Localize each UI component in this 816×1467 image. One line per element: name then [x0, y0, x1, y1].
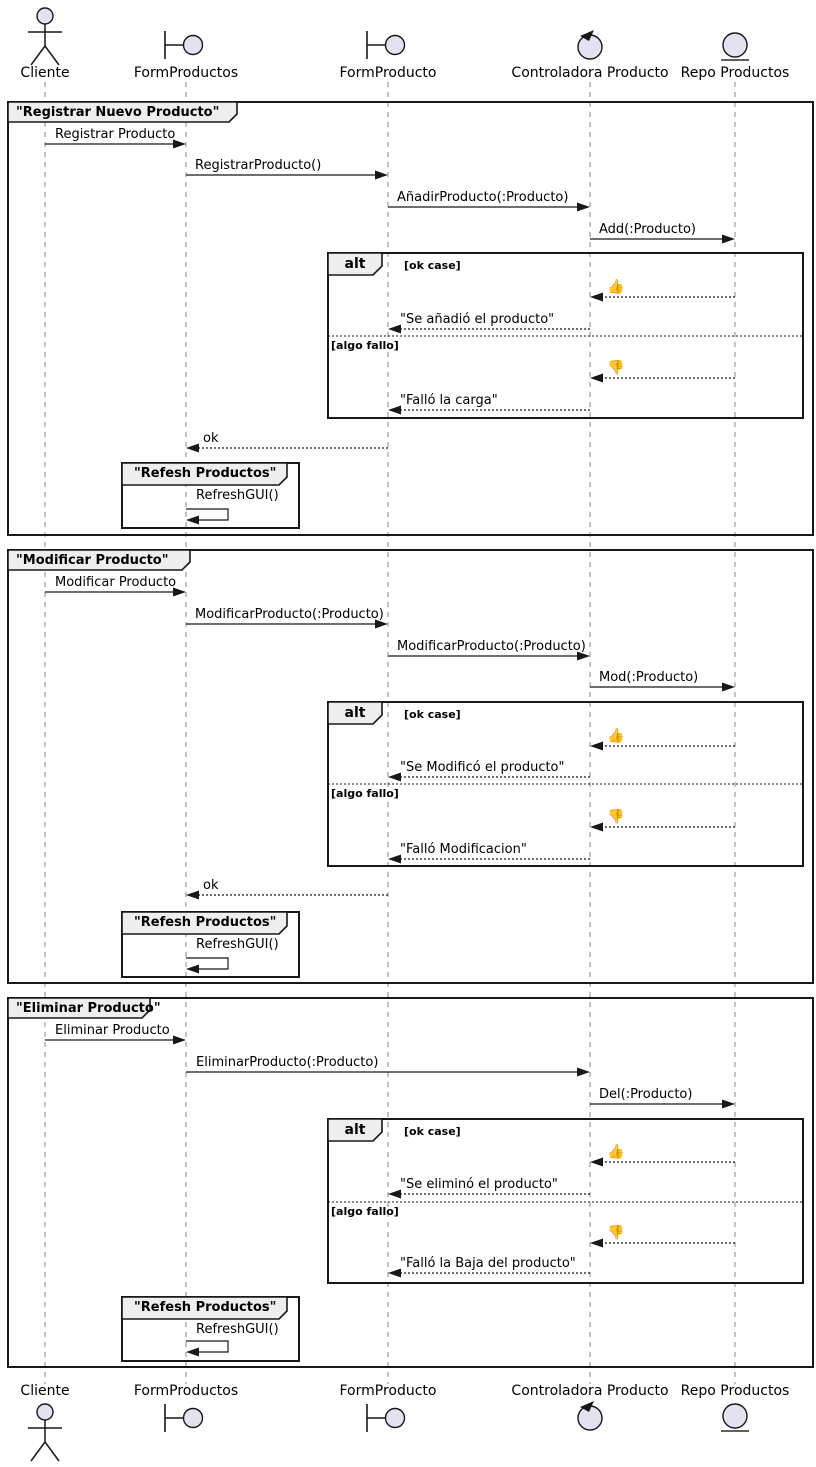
- message-label: Mod(:Producto): [599, 670, 699, 685]
- message-arrow: [186, 619, 388, 629]
- guard-label: [algo fallo]: [331, 1205, 399, 1218]
- message-label: RefreshGUI(): [196, 937, 279, 952]
- message-label: RefreshGUI(): [196, 488, 279, 503]
- control-icon: [577, 29, 603, 60]
- message-label: Modificar Producto: [55, 575, 177, 590]
- frame-modificar-producto: [7, 549, 814, 984]
- frame-title: "Registrar Nuevo Producto": [16, 105, 220, 120]
- boundary-icon: [164, 30, 204, 60]
- frame-title: "Eliminar Producto": [16, 1001, 161, 1016]
- alt-operator-label: alt: [344, 705, 366, 721]
- return-message-arrow: [388, 405, 590, 415]
- return-message-arrow: [388, 854, 590, 864]
- message-label: RefreshGUI(): [196, 1322, 279, 1337]
- message-arrow: [186, 170, 388, 180]
- message-label: "Falló la carga": [400, 393, 498, 408]
- participant-label-formproducto-bottom: FormProducto: [339, 1383, 437, 1399]
- message-label: AñadirProducto(:Producto): [397, 190, 569, 205]
- return-message-arrow: [590, 373, 735, 383]
- guard-label: [ok case]: [404, 259, 461, 272]
- frame-eliminar-producto: [7, 997, 814, 1368]
- message-label: Del(:Producto): [599, 1087, 693, 1102]
- return-message-arrow: [186, 890, 388, 900]
- message-arrow: [388, 651, 590, 661]
- return-message-arrow: [590, 822, 735, 832]
- alt-operator-label: alt: [344, 256, 366, 272]
- boundary-icon: [366, 1403, 406, 1433]
- return-message-arrow: [590, 292, 735, 302]
- message-label: "Falló la Baja del producto": [400, 1256, 576, 1271]
- message-label: Eliminar Producto: [55, 1023, 170, 1038]
- message-label: "Se añadió el producto": [400, 312, 555, 327]
- return-message-arrow: [590, 1238, 735, 1248]
- alt-operator-label: alt: [344, 1122, 366, 1138]
- message-label: ok: [203, 878, 219, 893]
- guard-label: [algo fallo]: [331, 339, 399, 352]
- group-title: "Refesh Productos": [134, 466, 277, 481]
- message-label: Registrar Producto: [55, 127, 176, 142]
- message-label: "Falló Modificacion": [400, 842, 527, 857]
- thumbs-up-icon: 👍: [607, 1144, 625, 1160]
- message-label: ModificarProducto(:Producto): [397, 639, 586, 654]
- message-arrow: [590, 682, 735, 692]
- return-message-arrow: [590, 741, 735, 751]
- self-message-arrow: [186, 957, 229, 974]
- participant-label-formproductos: FormProductos: [133, 65, 239, 81]
- participant-label-controladora: Controladora Producto: [511, 65, 669, 81]
- message-arrow: [388, 202, 590, 212]
- message-arrow: [186, 1067, 590, 1077]
- guard-label: [ok case]: [404, 1125, 461, 1138]
- participant-label-repo-bottom: Repo Productos: [680, 1383, 790, 1399]
- actor-icon: [27, 1403, 63, 1462]
- participant-label-cliente-bottom: Cliente: [20, 1383, 70, 1399]
- thumbs-up-icon: 👍: [607, 279, 625, 295]
- frame-title: "Modificar Producto": [16, 553, 169, 568]
- message-label: Add(:Producto): [599, 222, 697, 237]
- boundary-icon: [366, 30, 406, 60]
- self-message-arrow: [186, 1340, 229, 1357]
- group-title: "Refesh Productos": [134, 915, 277, 930]
- guard-label: [algo fallo]: [331, 787, 399, 800]
- frame-registrar-nuevo-producto: [7, 101, 814, 536]
- self-message-arrow: [186, 508, 229, 525]
- actor-icon: [27, 7, 63, 66]
- return-message-arrow: [388, 324, 590, 334]
- return-message-arrow: [590, 1157, 735, 1167]
- thumbs-down-icon: 👎: [607, 809, 625, 825]
- message-arrow: [590, 1099, 735, 1109]
- boundary-icon: [164, 1403, 204, 1433]
- message-label: ok: [203, 431, 219, 446]
- thumbs-down-icon: 👎: [607, 360, 625, 376]
- lifelines-layer: [44, 82, 736, 1384]
- message-label: "Se Modificó el producto": [400, 760, 565, 775]
- message-label: EliminarProducto(:Producto): [196, 1055, 379, 1070]
- thumbs-down-icon: 👎: [607, 1225, 625, 1241]
- message-label: "Se eliminó el producto": [400, 1177, 558, 1192]
- participant-label-controladora-bottom: Controladora Producto: [511, 1383, 669, 1399]
- participant-label-formproducto: FormProducto: [339, 65, 437, 81]
- return-message-arrow: [388, 772, 590, 782]
- message-arrow: [590, 234, 735, 244]
- return-message-arrow: [388, 1268, 590, 1278]
- participant-label-formproductos-bottom: FormProductos: [133, 1383, 239, 1399]
- control-icon: [577, 1400, 603, 1431]
- message-arrow: [45, 139, 186, 149]
- alt-fragment: [327, 1118, 804, 1284]
- participant-label-repo: Repo Productos: [680, 65, 790, 81]
- message-label: RegistrarProducto(): [195, 158, 322, 173]
- message-arrow: [45, 587, 186, 597]
- guard-label: [ok case]: [404, 708, 461, 721]
- message-arrow: [45, 1035, 186, 1045]
- return-message-arrow: [388, 1189, 590, 1199]
- participant-label-cliente: Cliente: [20, 65, 70, 81]
- message-label: ModificarProducto(:Producto): [195, 607, 384, 622]
- entity-icon: [720, 1403, 750, 1432]
- messages-layer: [45, 139, 735, 1357]
- return-message-arrow: [186, 443, 388, 453]
- entity-icon: [720, 32, 750, 61]
- thumbs-up-icon: 👍: [607, 728, 625, 744]
- group-title: "Refesh Productos": [134, 1300, 277, 1315]
